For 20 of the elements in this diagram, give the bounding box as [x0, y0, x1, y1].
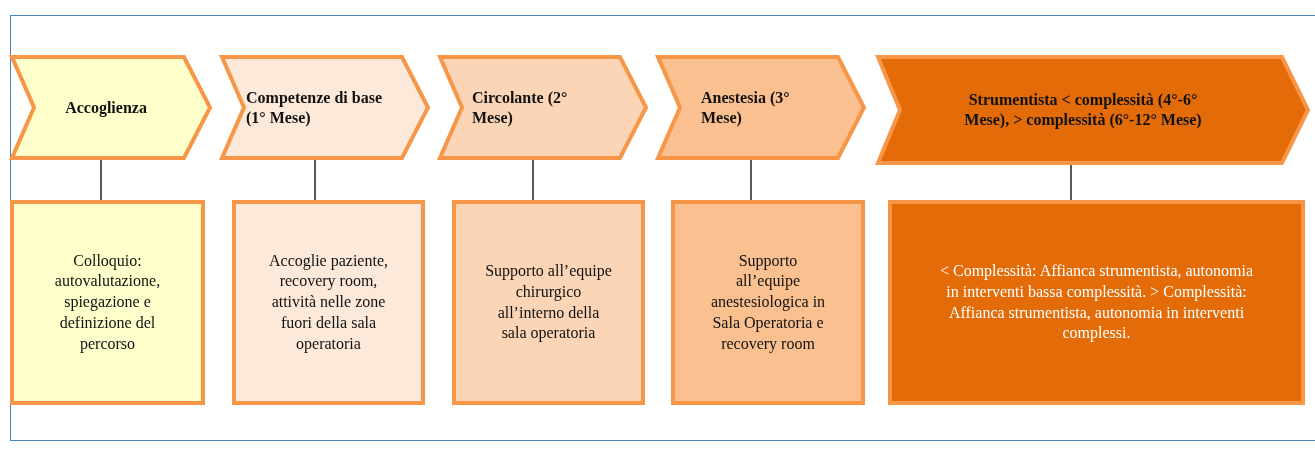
connector-line — [100, 159, 102, 201]
description-text: Colloquio: autovalutazione, spiegazione e definizione del percorso — [53, 250, 162, 355]
step-title: Strumentista < complessità (4°-6° Mese), > complessità (6°-12° Mese) — [963, 90, 1203, 130]
step-title: Accoglienza — [64, 97, 148, 118]
description-text: Supporto all’equipe chirurgico all’interno della sala operatoria — [484, 260, 613, 344]
description-box — [452, 200, 645, 405]
step-title: Anestesia (3° Mese) — [700, 87, 791, 128]
description-box — [671, 200, 865, 405]
connector-line — [1070, 164, 1072, 201]
connector-line — [750, 159, 752, 201]
step-title: Competenze di base (1° Mese) — [245, 87, 383, 128]
description-text: Supporto all’equipe anestesiologica in Sala Operatoria e recovery room — [709, 250, 827, 355]
description-text: < Complessità: Affianca strumentista, autonomia in interventi bassa complessità. > Complessità: Affianca strumentista, autonomia in interventi complessi. — [938, 260, 1255, 344]
description-text: Accoglie paziente, recovery room, attività nelle zone fuori della sala operatoria — [267, 250, 389, 355]
description-box — [232, 200, 425, 405]
step-title: Circolante (2° Mese) — [471, 87, 569, 128]
description-box — [888, 200, 1305, 405]
connector-line — [532, 159, 534, 201]
connector-line — [314, 159, 316, 201]
description-box — [10, 200, 205, 405]
